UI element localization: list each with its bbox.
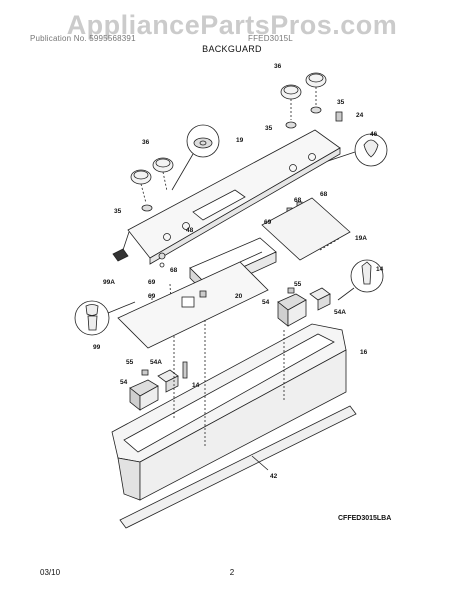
callout-35-a: 35 (337, 99, 345, 106)
trim-42 (119, 405, 357, 529)
callout-14-b: 14 (192, 382, 200, 389)
footer-page-number: 2 (229, 568, 235, 577)
callout-55-a: 55 (294, 281, 302, 288)
callout-99A: 99A (103, 279, 115, 286)
callout-36-a: 36 (274, 63, 282, 70)
washer-35-a (285, 121, 297, 129)
inset-99 (74, 300, 136, 336)
callout-16: 16 (360, 349, 368, 356)
callout-54A-a: 54A (334, 309, 346, 316)
callout-69-b: 69 (148, 279, 156, 286)
washer-35-b (310, 106, 322, 114)
watermark: AppliancePartsPros.com (66, 10, 398, 40)
callout-54-b: 54 (120, 379, 128, 386)
callout-54A-b: 54A (150, 359, 162, 366)
bracket-19A (261, 197, 351, 261)
inset-14 (337, 259, 384, 301)
callout-42: 42 (270, 473, 278, 480)
callout-36-b: 36 (142, 139, 150, 146)
publication-number: Publication No. 5995568391 (30, 34, 136, 43)
footer-date: 03/10 (40, 568, 61, 577)
callout-68-a: 68 (320, 191, 328, 198)
section-title: BACKGUARD (202, 44, 262, 54)
knob-36-top (280, 72, 327, 120)
clip-24 (335, 111, 343, 122)
callout-46: 46 (370, 131, 378, 138)
callout-54-a: 54 (262, 299, 270, 306)
inset-35 (171, 124, 220, 191)
callout-35-c: 35 (114, 208, 122, 215)
knob-36-left (130, 157, 174, 204)
callout-14-a: 14 (376, 266, 384, 273)
switches-54-left (129, 361, 188, 411)
control-panel-plate (117, 261, 269, 349)
callout-69-c: 69 (148, 293, 156, 300)
callout-35-b: 35 (265, 125, 273, 132)
switches-54-right (277, 287, 331, 327)
callout-labels: 36 35 24 35 46 36 19 68 35 68 69 48 19A … (93, 63, 391, 522)
callout-55-b: 55 (126, 359, 134, 366)
callout-68-b: 68 (294, 197, 302, 204)
backguard-panel-19 (112, 129, 341, 265)
washer-35-c (141, 204, 153, 212)
callout-68-c: 68 (170, 267, 178, 274)
callout-19: 19 (236, 137, 244, 144)
callout-48: 48 (186, 227, 194, 234)
model-number: FFED3015L (248, 34, 293, 43)
inset-46 (324, 133, 388, 167)
callout-69-a: 69 (264, 219, 272, 226)
callout-24: 24 (356, 112, 364, 119)
callout-20: 20 (235, 293, 243, 300)
diagram-code: CFFED3015LBA (338, 515, 391, 522)
callout-19A: 19A (355, 235, 367, 242)
backguard-shell-16 (111, 320, 347, 501)
callout-99: 99 (93, 344, 101, 351)
document-header: Publication No. 5995568391 FFED3015L (30, 34, 434, 43)
